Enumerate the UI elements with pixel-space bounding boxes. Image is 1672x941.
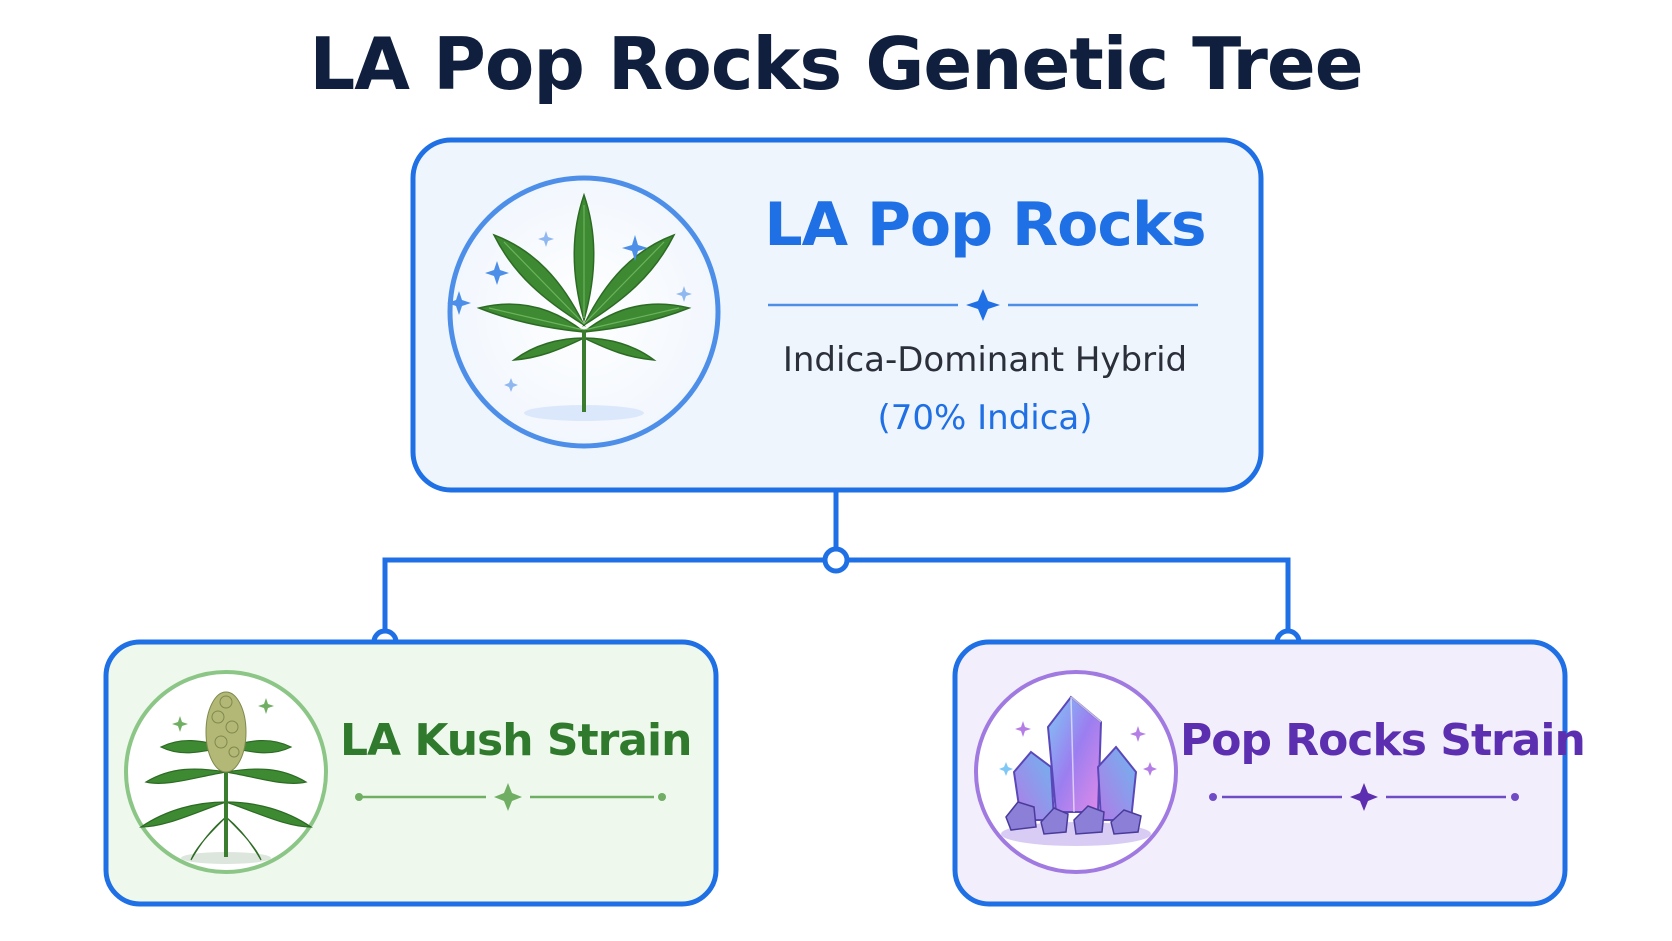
pop-divider-dot-left (1209, 793, 1217, 801)
parent-strain-name-pop-rocks: Pop Rocks Strain (1180, 715, 1586, 766)
parent-node-la-kush (103, 639, 719, 907)
branch-junction-node (822, 546, 850, 574)
root-divider-star-icon (966, 289, 1000, 321)
root-node (410, 137, 1264, 493)
pop-divider-star-icon (1350, 783, 1378, 811)
kush-divider-dot-left (355, 793, 363, 801)
kush-divider-star-icon (494, 783, 522, 811)
cannabis-leaf-icon (447, 192, 692, 421)
root-strain-name: LA Pop Rocks (764, 190, 1206, 260)
kush-divider-dot-right (658, 793, 666, 801)
pop-divider-dot-right (1511, 793, 1519, 801)
root-strain-type: Indica-Dominant Hybrid (782, 340, 1188, 380)
parent-node-pop-rocks (952, 639, 1568, 907)
root-indica-percentage: (70% Indica) (877, 398, 1093, 438)
cannabis-plant-icon (139, 691, 313, 864)
page-title: LA Pop Rocks Genetic Tree (309, 22, 1363, 106)
parent-strain-name-la-kush: LA Kush Strain (340, 715, 692, 766)
crystal-cluster-icon (999, 695, 1157, 846)
